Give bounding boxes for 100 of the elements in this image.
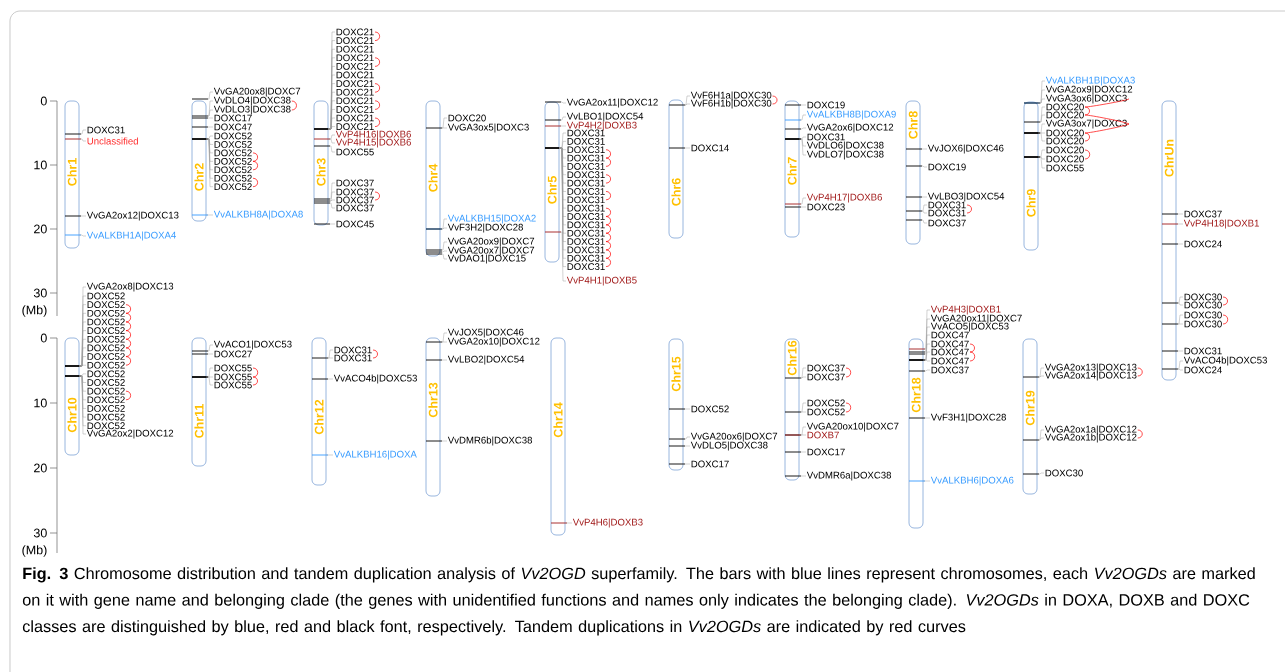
gene-label: DOXC19	[928, 163, 966, 171]
leader-line	[440, 241, 448, 251]
leader-line	[328, 138, 336, 144]
gene-label: VvGA2ox1a|DOXC12	[1044, 425, 1137, 435]
leader-line	[206, 100, 214, 117]
gene-label: DOXC31	[567, 163, 605, 170]
gene-label: DOXC37	[928, 219, 966, 227]
duplication-curve	[1222, 296, 1228, 306]
duplication-curve	[1084, 106, 1090, 116]
gene-label: VvGA3ox7|DOXC3	[1045, 119, 1127, 129]
leader-line	[206, 117, 214, 119]
leader-line	[920, 165, 928, 168]
duplication-curve	[969, 351, 976, 362]
gene-label: DOXC52	[214, 174, 252, 182]
leader-line	[440, 127, 448, 129]
gene-label: DOXB7	[807, 431, 839, 439]
gene-label: VvJOX5|DOXC46	[447, 328, 524, 338]
gene-label: DOXC47	[931, 357, 969, 365]
gene-label: DOXC45	[336, 220, 374, 228]
duplication-curve	[1084, 98, 1129, 108]
axis-tick-label: 20	[34, 463, 47, 473]
leader-line	[440, 341, 448, 343]
leader-line	[79, 356, 87, 367]
leader-line	[440, 250, 448, 253]
gene-label: DOXC52	[87, 318, 125, 326]
leader-line	[799, 367, 807, 379]
duplication-curve	[605, 216, 611, 226]
leader-line	[328, 145, 336, 153]
duplication-curve	[252, 376, 258, 386]
duplication-curve	[605, 207, 611, 217]
gene-label: DOXC20	[448, 114, 486, 122]
chromosome-bar: Chr6	[668, 99, 686, 239]
chromosome-bar: Chr14	[550, 337, 568, 536]
gene-label: VvGA3ox6|DOXC3	[1045, 94, 1127, 104]
duplication-curve	[125, 390, 131, 401]
leader-line	[328, 117, 336, 130]
duplication-curve	[252, 161, 258, 171]
gene-label: DOXC31	[567, 246, 605, 254]
chromosome-bar: Chr7	[784, 100, 802, 238]
gene-label: VvGA2ox14|DOXC13	[1044, 371, 1137, 381]
leader-line	[920, 204, 928, 212]
gene-label: VvGA2ox9|DOXC12	[1045, 85, 1133, 95]
leader-line	[1038, 106, 1046, 123]
leader-line	[799, 138, 807, 156]
leader-line	[79, 373, 87, 377]
gene-label: DOXC31	[567, 188, 605, 195]
duplication-curve	[374, 100, 380, 110]
gene-label: VvP4H17|DOXB6	[806, 193, 882, 203]
duplication-curve	[252, 367, 259, 378]
gene-label: DOXC55	[1046, 164, 1084, 172]
gene-label: DOXC21	[336, 45, 374, 53]
gene-label: DOXC23	[807, 203, 845, 211]
gene-label: VvGA20ox11|DOXC7	[930, 314, 1022, 324]
gene-label: VvGA20ox10|DOXC7	[806, 422, 899, 432]
gene-label: DOXC31	[567, 221, 605, 229]
leader-line	[1176, 213, 1184, 215]
duplication-curve	[372, 349, 378, 359]
leader-line	[559, 132, 567, 149]
leader-line	[923, 343, 931, 361]
duplication-curve	[605, 224, 611, 234]
gene-label: VvGA20ox7|DOXC7	[447, 246, 535, 256]
gene-label: VvLBO2|DOXC54	[447, 355, 525, 365]
duplication-curve	[605, 191, 611, 201]
leader-line	[799, 475, 807, 477]
gene-label: DOXC52	[87, 396, 125, 404]
gene-label: DOXC31	[807, 133, 845, 141]
duplication-curve	[605, 157, 611, 167]
leader-line	[328, 134, 336, 140]
gene-label: DOXC21	[336, 63, 374, 70]
gene-label: DOXC52	[214, 157, 252, 165]
gene-label: VvDMR6b|DOXC38	[447, 436, 533, 446]
chromosome-bar: Chr10	[64, 337, 82, 456]
leader-line	[923, 309, 931, 350]
leader-line	[923, 480, 931, 482]
leader-line	[79, 347, 87, 367]
leader-line	[923, 326, 931, 355]
gene-label: DOXC37	[807, 373, 845, 381]
gene-label: VvALKBH6|DOXA6	[930, 476, 1014, 486]
gene-label: VvDAO1|DOXC15	[447, 254, 526, 264]
gene-label: DOXC21	[336, 106, 374, 113]
leader-line	[1176, 314, 1184, 325]
gene-label: DOXC31	[334, 346, 372, 354]
leader-line	[1038, 132, 1046, 142]
leader-line	[328, 191, 336, 202]
leader-line	[920, 196, 928, 198]
leader-line	[799, 114, 807, 121]
leader-line	[923, 334, 931, 361]
chromosome-bar: Chr9	[1023, 101, 1041, 251]
gene-label: VvLBO3|DOXC54	[927, 192, 1005, 202]
leader-line	[328, 223, 336, 225]
leader-line	[1038, 114, 1046, 123]
gene-label: VvGA2ox12|DOXC13	[86, 211, 179, 221]
leader-line	[799, 451, 807, 453]
leader-line	[920, 219, 928, 224]
gene-label: VvDLO7|DOXC38	[806, 150, 884, 160]
chromosome-bar: Chr3	[313, 100, 331, 226]
leader-line	[1038, 89, 1046, 104]
gene-label: DOXC47	[931, 340, 969, 348]
leader-line	[1176, 368, 1184, 371]
duplication-curve	[966, 204, 972, 214]
